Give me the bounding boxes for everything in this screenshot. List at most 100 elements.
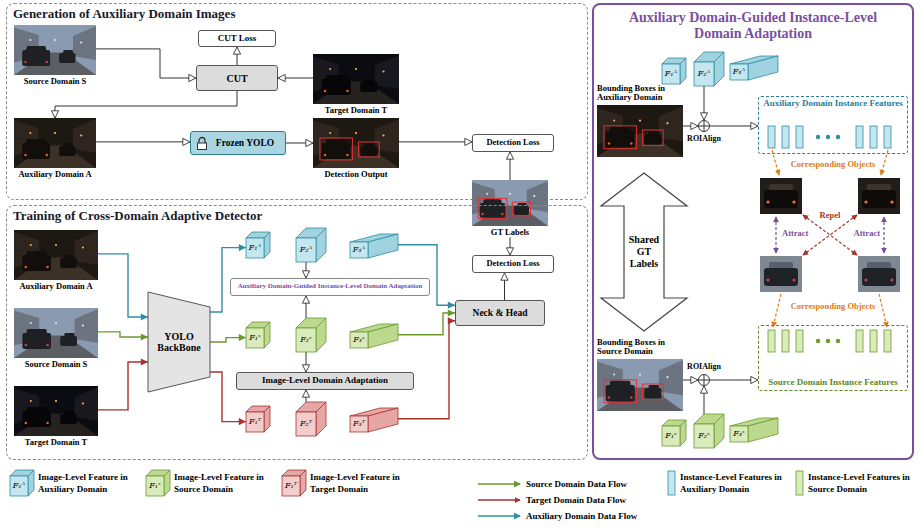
attract-arrow (776, 217, 884, 253)
photo-illustration (14, 386, 98, 436)
image-node: Detection Output (313, 118, 399, 179)
annotation: Repel (816, 211, 844, 220)
car-crop-part (864, 200, 867, 203)
legend-bar-part (668, 471, 675, 495)
photo-part (25, 344, 27, 346)
feature-label: F₁ᴬ (246, 238, 264, 258)
photo-illustration (14, 118, 96, 168)
photo-part (606, 385, 635, 402)
cube-side (264, 322, 270, 348)
photo-part (60, 336, 77, 346)
photo-part (14, 386, 98, 436)
car-crop-part (858, 178, 900, 214)
photo-part (14, 25, 96, 75)
feature-label: F₂ᴬ (296, 238, 316, 262)
photo-part (630, 142, 632, 144)
photo-part (533, 195, 535, 197)
image-node: Bounding Boxes in Auxiliary Domain (597, 84, 683, 157)
car-crop-part (764, 190, 798, 208)
photo-part (478, 198, 507, 218)
legend-flow-arrow-part (478, 483, 520, 484)
instance-bars-part (836, 135, 840, 139)
photo-part (22, 411, 51, 427)
photo-part (54, 39, 56, 41)
photo-illustration (14, 308, 98, 358)
legend-cube-part (282, 476, 300, 496)
cube-side (316, 402, 326, 436)
photo-part (60, 414, 77, 424)
cube-front (246, 412, 264, 432)
photo-part (643, 384, 664, 400)
photo-frame (14, 118, 96, 168)
connector (510, 237, 511, 255)
connector (98, 254, 148, 317)
photo-part (320, 138, 353, 160)
photo-part (613, 119, 615, 121)
photo-part (360, 82, 377, 92)
image-caption: Auxiliary Domain A (14, 170, 96, 179)
cube-side (748, 56, 778, 80)
car-crop-part (792, 200, 795, 203)
instance-bars-part (768, 126, 775, 148)
connector (710, 380, 758, 381)
instance-bars-part (826, 339, 830, 343)
legend-flow-arrow-part (478, 515, 520, 516)
feature-label: F₁ˢ (246, 328, 264, 348)
photo-part (597, 359, 683, 411)
photo-part (80, 134, 82, 136)
correspondence-arrow-part (773, 294, 781, 327)
connector (683, 126, 698, 127)
photo-part (643, 130, 664, 146)
roialign-symbol (699, 121, 710, 132)
cube-front (730, 64, 748, 80)
image-caption: Bounding Boxes in Source Domain (597, 338, 683, 357)
connector (398, 245, 455, 305)
photo-part (55, 244, 57, 246)
cube-side (748, 418, 778, 442)
feature-cube: F₂ᴬ (296, 228, 326, 262)
photo-part (22, 143, 50, 159)
legend-text: Image-Level Feature in Source Domain (174, 471, 274, 495)
instance-bars-part (870, 330, 877, 352)
photo-part (313, 54, 399, 104)
box-label: Detection Loss (486, 259, 539, 268)
photo-illustration (472, 180, 548, 226)
feature-cube: F₁ˢ (662, 420, 686, 446)
photo-frame (14, 25, 96, 75)
photo-part (509, 193, 511, 195)
roialign-symbol (698, 374, 710, 386)
connector (278, 78, 313, 79)
box-label: Auxiliary Domain-Guided Instance-Level D… (238, 283, 423, 291)
image-caption: Bounding Boxes in Auxiliary Domain (597, 84, 683, 103)
legend-cube-part (10, 476, 28, 496)
photo-part (365, 143, 375, 147)
connector (704, 386, 705, 414)
instance-bars-part (826, 135, 830, 139)
photo-part (644, 134, 661, 144)
photo-illustration (313, 54, 399, 104)
photo-part (75, 309, 99, 343)
photo-part (26, 139, 46, 145)
feature-label: F₂ᴬ (694, 62, 714, 86)
connector (55, 91, 237, 118)
instance-bars-part (796, 330, 803, 352)
photo-part (360, 146, 377, 156)
cube-side (316, 318, 326, 352)
photo-frame (14, 386, 98, 436)
photo-part (27, 407, 47, 413)
feature-cube: F₁ᴬ (662, 58, 686, 84)
instance-bars-part (884, 126, 891, 148)
image-caption: Target Domain T (14, 438, 98, 447)
image-caption: Detection Output (313, 170, 399, 179)
connector (710, 126, 758, 127)
photo-illustration (313, 118, 399, 168)
instance-bars-part (870, 126, 877, 148)
connector (98, 332, 148, 337)
photo-part (382, 70, 384, 72)
photo-part (30, 400, 32, 402)
legend-bar (668, 471, 803, 495)
connector (96, 49, 196, 78)
image-caption: Source Domain S (14, 360, 98, 369)
connector (398, 321, 455, 419)
